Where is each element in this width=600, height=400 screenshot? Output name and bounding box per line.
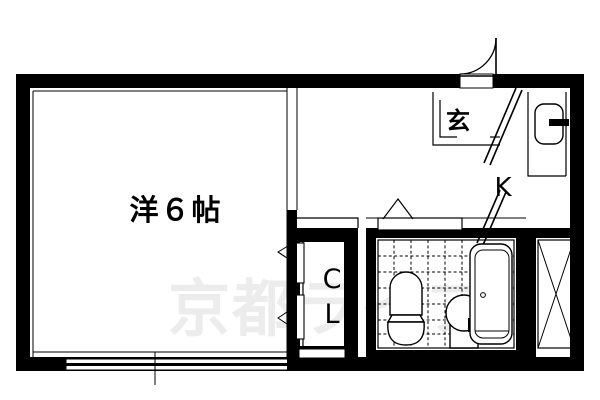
adjacent-unit-void — [526, 228, 584, 360]
toilet — [386, 271, 426, 346]
bathtub — [469, 243, 513, 345]
kitchen-area: K — [494, 92, 569, 203]
core-partition — [286, 74, 298, 371]
bath-door — [366, 198, 526, 231]
tub-drain — [480, 292, 486, 298]
closet-label-l: L — [324, 299, 339, 330]
kitchen-faucet — [549, 119, 569, 126]
genkan-sliding-door — [483, 87, 523, 166]
entry-door — [459, 37, 497, 89]
balcony-window — [65, 352, 289, 385]
main-room-label: 洋６帖 — [129, 193, 222, 227]
watermark-text: 京都ライフ — [168, 272, 488, 345]
closet-label-c: C — [323, 264, 342, 295]
genkan-area: 玄 — [432, 92, 500, 146]
genkan-label: 玄 — [446, 107, 470, 135]
unit-bath-area — [366, 198, 526, 360]
kitchen-label: K — [494, 173, 512, 203]
